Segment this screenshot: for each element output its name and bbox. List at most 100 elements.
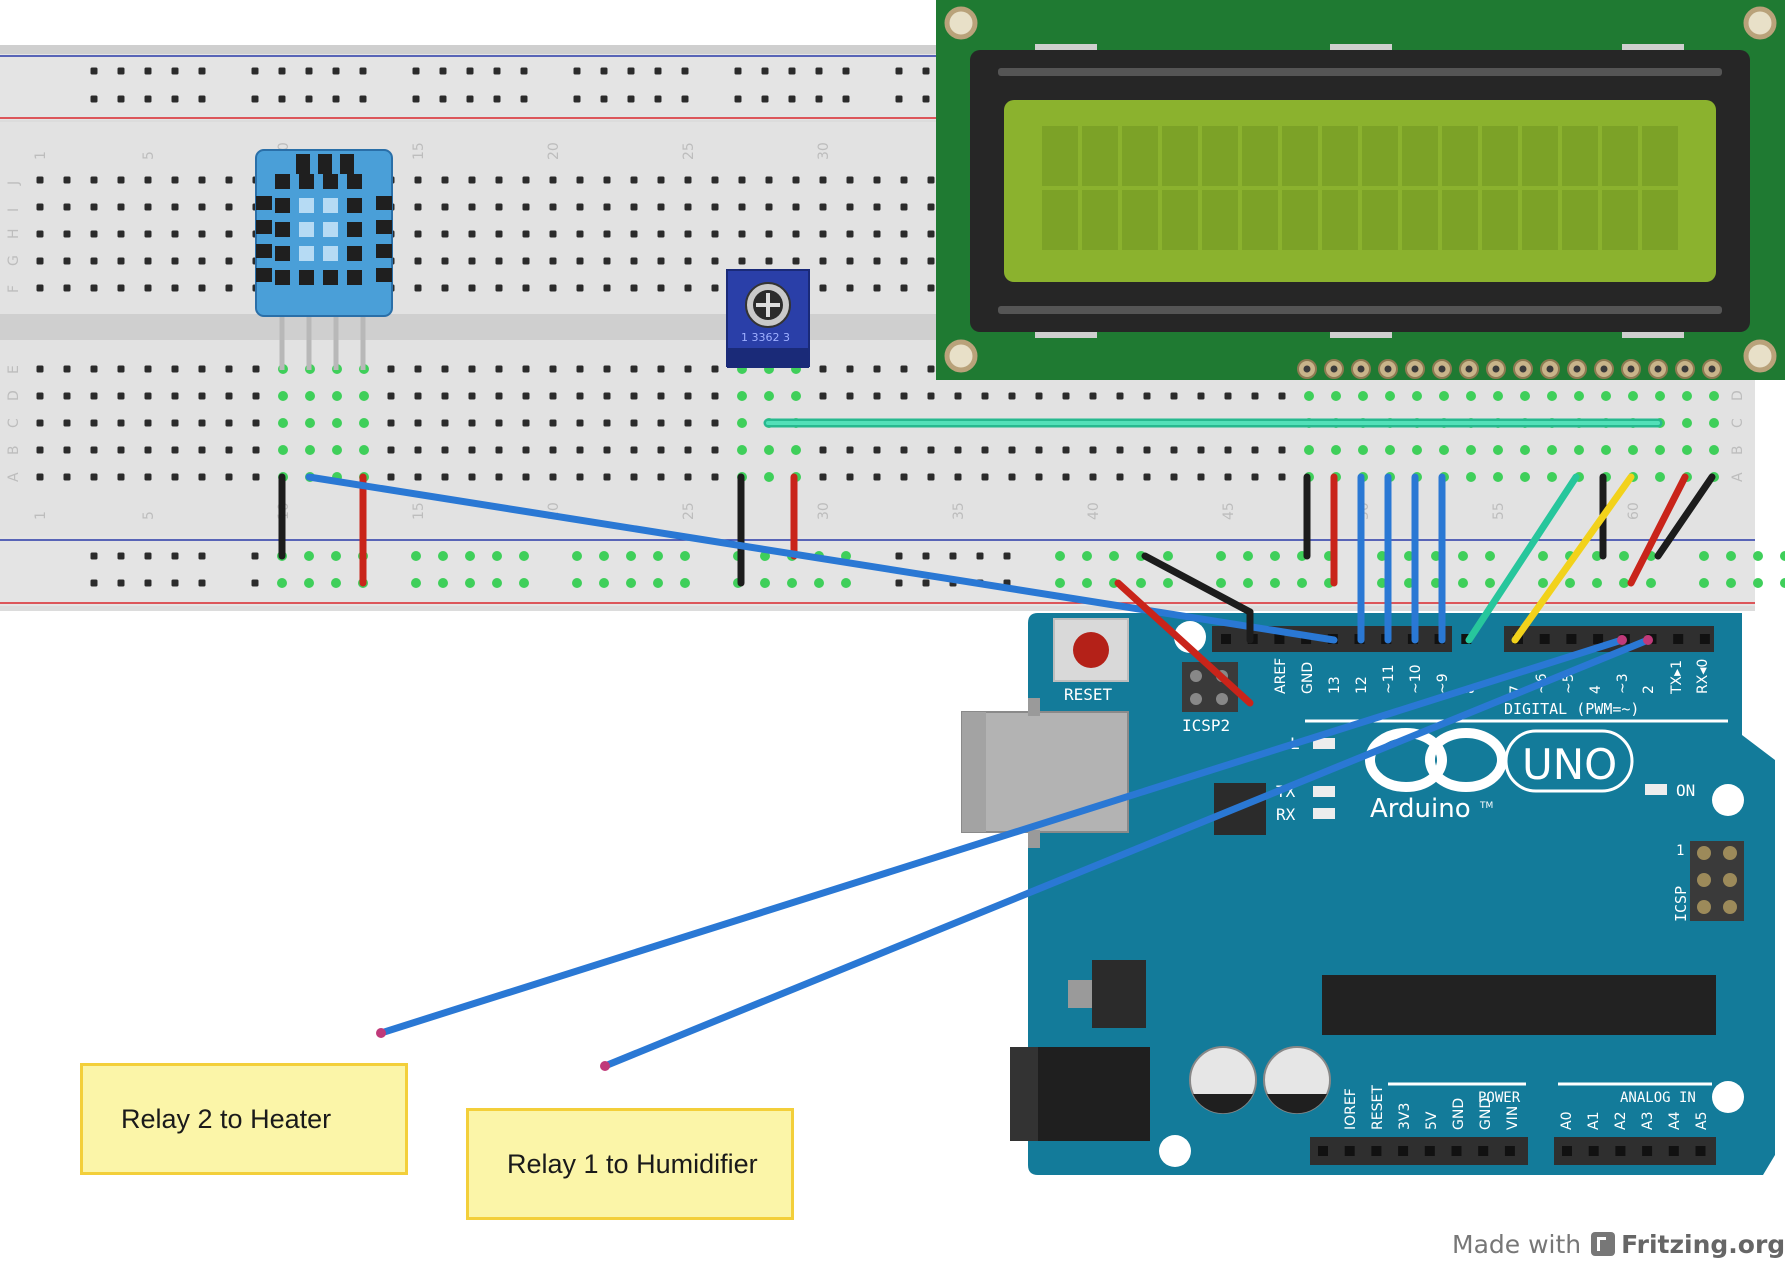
connected-hole <box>1709 445 1719 455</box>
connected-hole <box>1682 391 1692 401</box>
voltage-regulator <box>1092 960 1146 1028</box>
connected-hole <box>1753 551 1763 561</box>
connected-hole <box>1538 578 1548 588</box>
connected-hole <box>791 445 801 455</box>
row-letter: B <box>1730 445 1746 455</box>
connected-hole <box>653 578 663 588</box>
power-pin-label: RESET <box>1370 1085 1386 1130</box>
note-relay-heater-text: Relay 2 to Heater <box>121 1103 332 1134</box>
potentiometer-label: 1 3362 3 <box>741 331 790 344</box>
connected-hole <box>680 551 690 561</box>
power-pin-label: 3V3 <box>1397 1103 1413 1130</box>
column-number: 25 <box>681 502 697 520</box>
connected-hole <box>1385 391 1395 401</box>
connected-hole <box>1485 578 1495 588</box>
column-number: 55 <box>1491 502 1507 520</box>
connected-hole <box>1655 445 1665 455</box>
row-letter: B <box>6 445 22 455</box>
connected-hole <box>1466 472 1476 482</box>
column-number: 1 <box>33 151 49 160</box>
connected-hole <box>791 391 801 401</box>
connected-hole <box>1485 551 1495 561</box>
arduino-brand: Arduino <box>1370 794 1471 824</box>
connected-hole <box>1753 578 1763 588</box>
row-letter: C <box>6 418 22 428</box>
connected-hole <box>680 578 690 588</box>
connected-hole <box>1270 578 1280 588</box>
reset-label: RESET <box>1064 685 1113 704</box>
connected-hole <box>1709 418 1719 428</box>
connected-hole <box>1574 445 1584 455</box>
connected-hole <box>278 391 288 401</box>
row-letter: H <box>6 228 22 239</box>
connected-hole <box>1682 418 1692 428</box>
connected-hole <box>572 578 582 588</box>
power-pin-label: IOREF <box>1343 1088 1359 1130</box>
trademark-label: TM <box>1479 801 1493 811</box>
fritzing-logo-icon <box>1591 1232 1616 1256</box>
connected-hole <box>1304 391 1314 401</box>
connected-hole <box>1055 578 1065 588</box>
column-number: 15 <box>411 142 427 160</box>
connected-hole <box>1439 445 1449 455</box>
note-relay-humidifier: Relay 1 to Humidifier <box>466 1108 794 1220</box>
connected-hole <box>438 551 448 561</box>
connected-hole <box>1538 551 1548 561</box>
connected-hole <box>465 551 475 561</box>
microcontroller-chip <box>1322 975 1716 1035</box>
connected-hole <box>1619 578 1629 588</box>
connected-hole <box>1493 472 1503 482</box>
column-number: 5 <box>141 151 157 160</box>
connected-hole <box>1358 391 1368 401</box>
column-number: 5 <box>141 511 157 520</box>
connected-hole <box>626 578 636 588</box>
analog-header-label: ANALOG IN <box>1620 1090 1696 1106</box>
digital-pin-label: ~3 <box>1615 673 1631 694</box>
column-number: 25 <box>681 142 697 160</box>
connected-hole <box>1565 578 1575 588</box>
connected-hole <box>1055 551 1065 561</box>
digital-pin-label: ~11 <box>1381 664 1397 694</box>
connected-hole <box>1109 551 1119 561</box>
digital-pin-label: 12 <box>1354 676 1370 694</box>
connected-hole <box>1331 445 1341 455</box>
connected-hole <box>737 418 747 428</box>
connected-hole <box>653 551 663 561</box>
connected-hole <box>760 578 770 588</box>
connected-hole <box>814 578 824 588</box>
digital-pin-label: 2 <box>1641 685 1657 694</box>
connected-hole <box>278 445 288 455</box>
column-number: 35 <box>951 502 967 520</box>
connected-hole <box>1628 391 1638 401</box>
column-number: 60 <box>1626 502 1642 520</box>
connected-hole <box>599 551 609 561</box>
connected-hole <box>1385 445 1395 455</box>
connected-hole <box>1574 391 1584 401</box>
connected-hole <box>1726 551 1736 561</box>
on-label: ON <box>1676 781 1695 800</box>
connected-hole <box>359 418 369 428</box>
connected-hole <box>1780 578 1785 588</box>
column-number: 1 <box>33 511 49 520</box>
wire-yellow-lcd-rs <box>1511 473 1635 644</box>
connected-hole <box>304 551 314 561</box>
uno-label: UNO <box>1522 740 1617 789</box>
connected-hole <box>1458 551 1468 561</box>
connected-hole <box>1466 391 1476 401</box>
connected-hole <box>492 551 502 561</box>
digital-pin-label: 4 <box>1588 685 1604 694</box>
connected-hole <box>332 445 342 455</box>
row-letter: G <box>6 255 22 266</box>
connected-hole <box>1520 445 1530 455</box>
connected-hole <box>1547 391 1557 401</box>
connected-hole <box>1709 391 1719 401</box>
connected-hole <box>1216 578 1226 588</box>
connected-hole <box>737 391 747 401</box>
note-relay-humidifier-text: Relay 1 to Humidifier <box>507 1148 758 1179</box>
connected-hole <box>1547 472 1557 482</box>
row-letter: E <box>6 365 22 374</box>
